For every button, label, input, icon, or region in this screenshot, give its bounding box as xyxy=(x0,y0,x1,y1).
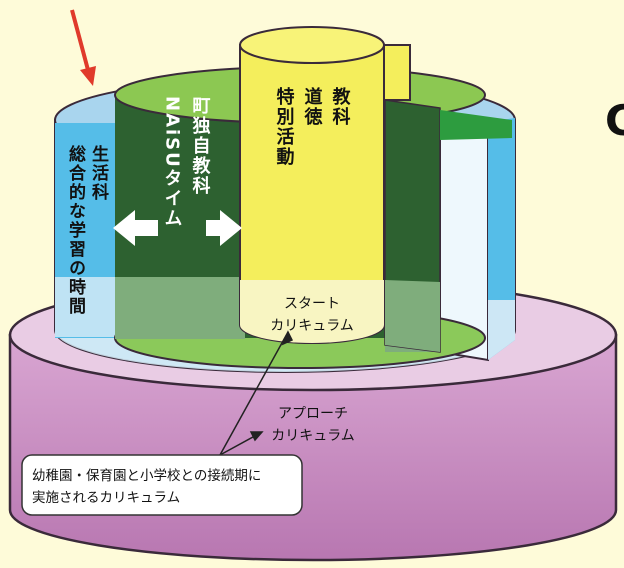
sougou-label: 総合的な学習の時間 xyxy=(65,144,86,316)
callout-box: 幼稚園・保育園と小学校との接続期に 実施されるカリキュラム xyxy=(21,454,303,516)
naisu-time-label: NAiSUタイム xyxy=(162,96,183,229)
double-arrow-icon xyxy=(113,210,242,246)
seikatsu-label: 生活科 xyxy=(88,144,109,202)
doutoku-label: 道徳 xyxy=(302,86,324,127)
yellow-cylinder xyxy=(239,26,411,344)
kyouka-label: 教科 xyxy=(330,86,351,127)
tokubetsu-label: 特別活動 xyxy=(274,86,295,167)
callout-pointer-lines xyxy=(219,330,294,456)
naisu-title-label: 町独自教科 xyxy=(190,96,211,196)
red-arrow-icon xyxy=(70,9,96,86)
callout-line2: 実施されるカリキュラム xyxy=(32,490,180,506)
approach-curriculum-line2: カリキュラム xyxy=(271,428,355,444)
approach-curriculum-line1: アプローチ xyxy=(278,406,348,422)
start-curriculum-line1: スタート xyxy=(284,296,340,312)
callout-line1: 幼稚園・保育園と小学校との接続期に xyxy=(32,467,261,484)
start-curriculum-line2: カリキュラム xyxy=(270,318,354,334)
edge-glyph: C xyxy=(605,96,624,145)
